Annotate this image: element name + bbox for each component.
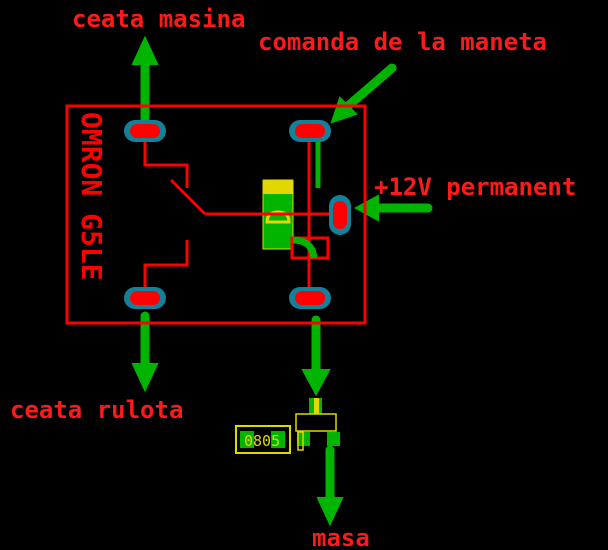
label-masa: masa [312, 524, 370, 550]
pad-right [329, 195, 351, 235]
pad-bottom-left [124, 287, 166, 309]
arrow-from-comanda [330, 63, 397, 124]
label-ceata-rulota: ceata rulota [10, 396, 183, 424]
pad-top-left [124, 120, 166, 142]
label-ceata-masina: ceata masina [72, 5, 245, 33]
traces [143, 131, 338, 298]
label-12v-permanent: +12V permanent [374, 173, 576, 201]
smd-package-label: 0805 [244, 432, 280, 450]
arrow-from-12v [353, 194, 433, 222]
label-comanda-de-la-maneta: comanda de la maneta [258, 28, 547, 56]
transistor [295, 398, 340, 451]
arrow-down-masa [316, 445, 344, 527]
pads [124, 120, 351, 309]
pad-bottom-right [289, 287, 331, 309]
arrows [131, 35, 433, 527]
smd-0805: 0805 [235, 425, 291, 454]
arrow-down-ceata-rulota [131, 311, 159, 393]
relay-silkscreen-text: OMRON G5LE [75, 112, 108, 281]
relay-outline [65, 104, 367, 325]
pad-top-right [289, 120, 331, 142]
arrow-down-to-transistor [301, 315, 331, 397]
arrow-up-ceata-masina [131, 35, 159, 123]
